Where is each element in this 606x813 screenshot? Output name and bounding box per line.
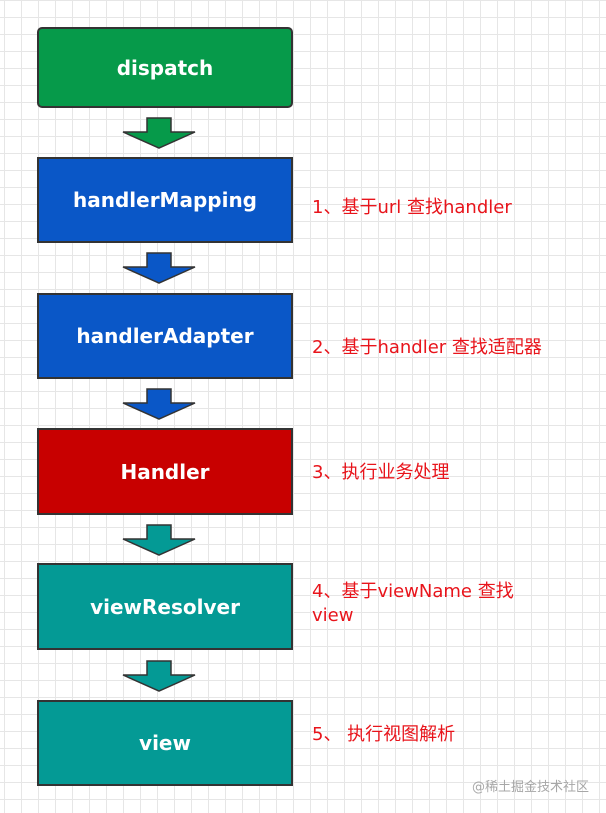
down-arrow-icon	[122, 524, 196, 556]
node-label: viewResolver	[90, 594, 240, 619]
node-handler-mapping: handlerMapping	[37, 157, 293, 243]
watermark: @稀土掘金技术社区	[472, 780, 590, 795]
down-arrow-icon	[122, 252, 196, 284]
node-handler: Handler	[37, 428, 293, 515]
note-step-3: 3、执行业务处理	[312, 462, 450, 483]
note-step-5: 5、 执行视图解析	[312, 724, 456, 745]
node-handler-adapter: handlerAdapter	[37, 293, 293, 379]
node-label: view	[139, 731, 191, 755]
node-dispatch: dispatch	[37, 27, 293, 108]
note-step-4: 4、基于viewName 查找view	[312, 581, 514, 626]
note-step-2: 2、基于handler 查找适配器	[312, 337, 542, 358]
node-label: Handler	[120, 459, 210, 484]
node-label: dispatch	[116, 55, 214, 80]
down-arrow-icon	[122, 117, 196, 149]
node-view: view	[37, 700, 293, 786]
note-step-1: 1、基于url 查找handler	[312, 197, 512, 218]
node-label: handlerMapping	[72, 188, 257, 212]
node-label: handlerAdapter	[76, 324, 254, 348]
down-arrow-icon	[122, 660, 196, 692]
down-arrow-icon	[122, 388, 196, 420]
node-view-resolver: viewResolver	[37, 563, 293, 650]
